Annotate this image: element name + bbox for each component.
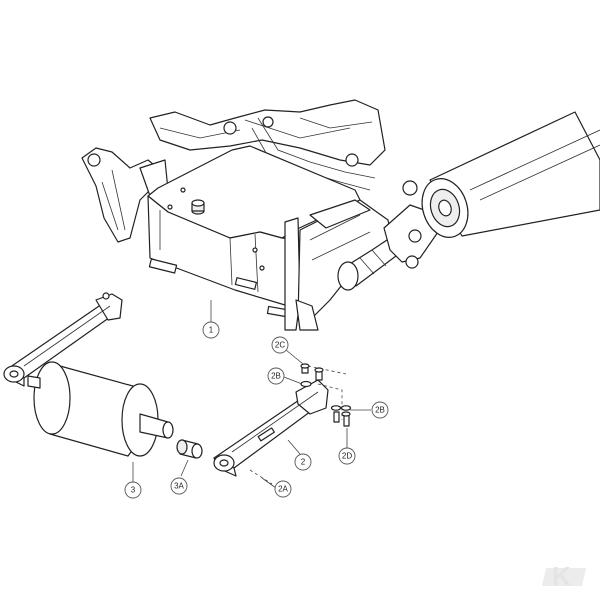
- arm-part-2: [213, 365, 347, 485]
- callout-3-label: 3: [131, 486, 136, 495]
- callout-2: 2: [294, 453, 312, 471]
- callout-2C-label: 2C: [275, 341, 285, 350]
- callout-3: 3: [124, 481, 142, 499]
- callout-2D: 2D: [338, 447, 356, 465]
- fasteners-2: [300, 363, 352, 427]
- brand-logo-icon: K: [542, 561, 586, 591]
- callout-2A: 2A: [274, 480, 292, 498]
- callout-3A-label: 3A: [174, 482, 184, 491]
- callout-2B-left: 2B: [267, 367, 285, 385]
- arm-left: [3, 292, 123, 387]
- brand-logo-text: K: [552, 561, 571, 591]
- callout-2C: 2C: [271, 336, 289, 354]
- callout-1-label: 1: [209, 326, 214, 335]
- bushing-part-3A: [176, 439, 203, 459]
- callout-1: 1: [202, 321, 220, 339]
- callout-2B-right: 2B: [371, 401, 389, 419]
- callout-2D-label: 2D: [342, 452, 352, 461]
- frame-assembly: [81, 99, 600, 331]
- callout-2A-label: 2A: [278, 485, 288, 494]
- callout-2B-left-label: 2B: [271, 372, 281, 381]
- roller-part-3: [27, 361, 174, 457]
- callout-3A: 3A: [170, 477, 188, 495]
- callout-2-label: 2: [301, 458, 306, 467]
- leader-lines: [132, 300, 371, 489]
- callout-2B-right-label: 2B: [375, 406, 385, 415]
